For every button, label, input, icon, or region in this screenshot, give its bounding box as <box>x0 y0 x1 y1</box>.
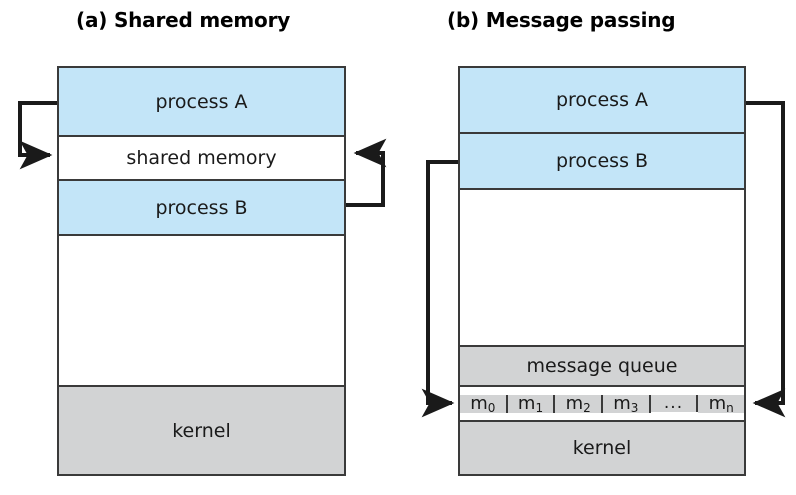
arrow-panel-b-process-a-to-queue <box>746 101 786 418</box>
message-cell-base: m <box>708 392 727 414</box>
panel-a-title: (a) Shared memory <box>76 8 291 32</box>
message-cell-base: m <box>565 392 584 414</box>
message-cell-subscript: 1 <box>535 400 544 415</box>
panel-b-process-b-label: process B <box>555 150 649 172</box>
panel-a-memory-box: process A shared memory process B kernel <box>57 66 346 476</box>
panel-b-kernel-label: kernel <box>572 437 632 459</box>
message-cell-base: m <box>517 392 536 414</box>
panel-a-region-process-b: process B <box>59 181 344 236</box>
panel-a-region-shared-memory: shared memory <box>59 137 344 181</box>
message-cell-subscript: 2 <box>583 400 591 415</box>
panel-b-region-message-queue: message queue <box>460 347 744 387</box>
message-cell-ellipsis: ... <box>650 393 699 413</box>
panel-b-region-kernel: kernel <box>460 422 744 474</box>
message-cell-subscript: n <box>726 400 734 415</box>
message-cell-base: m <box>470 392 488 414</box>
panel-a-process-b-label: process B <box>155 196 248 219</box>
panel-b-title: (b) Message passing <box>447 8 676 32</box>
panel-b-message-queue-label: message queue <box>526 355 678 377</box>
panel-a-shared-memory-label: shared memory <box>126 147 277 169</box>
message-cell-base: m <box>613 392 631 414</box>
arrow-panel-b-process-b-to-queue <box>421 160 458 418</box>
panel-b-region-empty-space <box>460 190 744 347</box>
message-cell-subscript: 3 <box>630 400 639 415</box>
panel-a-region-empty-space <box>59 236 344 387</box>
arrow-panel-a-process-a-to-shared-memory <box>18 101 57 170</box>
panel-b-region-process-a: process A <box>460 68 744 134</box>
panel-a-process-a-label: process A <box>155 90 248 113</box>
panel-a-region-process-a: process A <box>59 68 344 137</box>
message-cell-subscript: 0 <box>487 400 496 415</box>
panel-a-region-kernel: kernel <box>59 387 344 474</box>
panel-a-kernel-label: kernel <box>172 419 231 442</box>
panel-b-region-process-b: process B <box>460 134 744 190</box>
message-cell-base: ... <box>663 393 684 413</box>
panel-b-process-a-label: process A <box>555 89 649 111</box>
arrow-panel-a-process-b-to-shared-memory <box>346 138 387 207</box>
